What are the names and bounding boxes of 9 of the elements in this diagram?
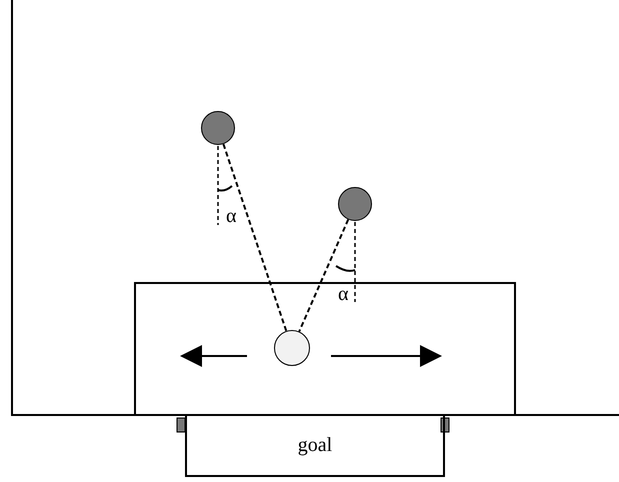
- sight-line: [298, 219, 350, 332]
- goal-label: goal: [298, 434, 332, 456]
- sight-line: [222, 144, 288, 332]
- angle-label: α: [338, 284, 348, 304]
- angle-label: α: [226, 206, 236, 226]
- player-circle: [201, 111, 235, 145]
- player-circle: [338, 187, 372, 221]
- goalkeeper-circle: [274, 330, 310, 366]
- goal-box: [185, 415, 445, 477]
